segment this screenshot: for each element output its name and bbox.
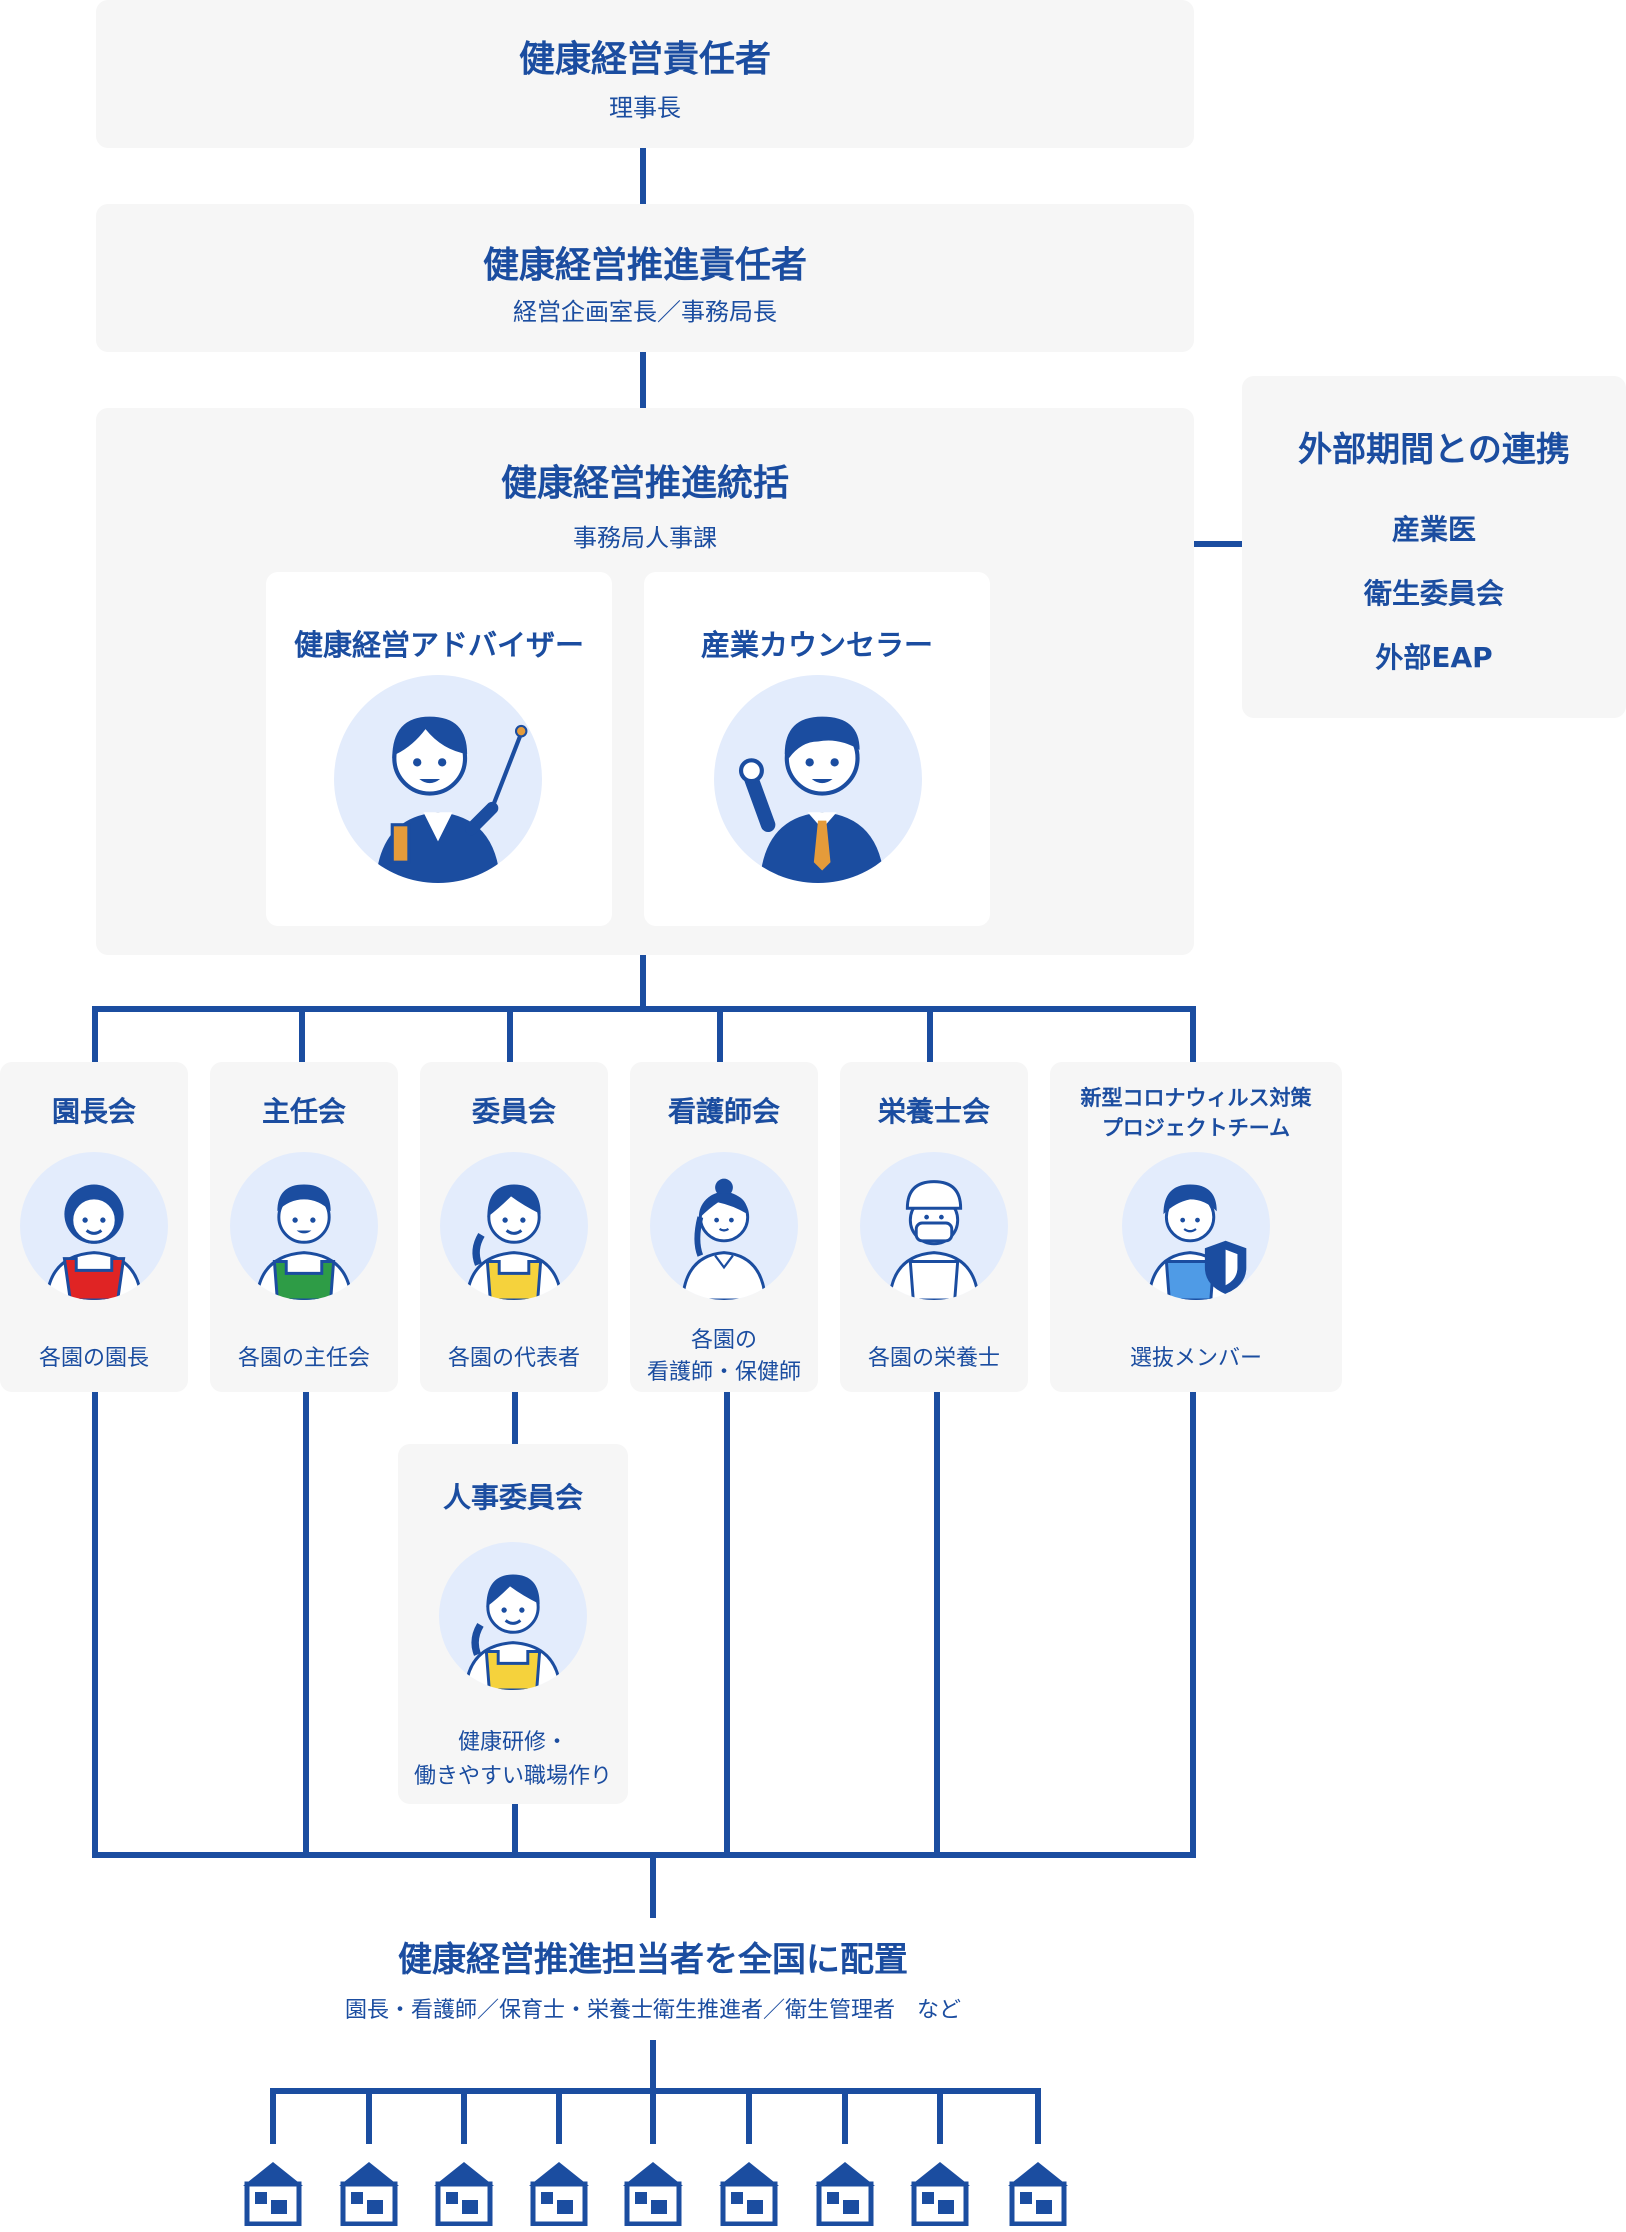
connector-merge-horizontal (92, 1852, 1196, 1858)
connector-house-8 (937, 2088, 943, 2144)
top-box: 健康経営責任者 理事長 (96, 0, 1194, 148)
facility-house-icon (813, 2160, 877, 2226)
connector-rise-hr (512, 1804, 518, 1856)
committee-title: 委員会 (471, 1095, 556, 1128)
hr-committee-box: 人事委員会 健康研修・ 働きやすい職場作り (398, 1444, 628, 1804)
committee-sub: 各園の主任会 (237, 1346, 370, 1371)
connector-drop-4 (717, 1006, 723, 1062)
top-sub: 理事長 (609, 94, 681, 122)
counselor-title: 産業カウンセラー (700, 628, 933, 662)
connector-top (640, 148, 646, 206)
counselor-card: 産業カウンセラー (644, 572, 990, 926)
promo-lead-title: 健康経営推進責任者 (482, 245, 807, 286)
connector-house-1 (270, 2088, 276, 2144)
member-apron-yellow-icon (439, 1542, 587, 1690)
connector-committee-hr (512, 1392, 518, 1444)
connector-house-6 (746, 2088, 752, 2144)
committee-sub: 選抜メンバー (1129, 1346, 1262, 1371)
committee-sub-line2: 看護師・保健師 (646, 1360, 801, 1385)
connector-rise-4 (724, 1392, 730, 1856)
committee-members: 委員会 各園の代表者 (420, 1062, 608, 1392)
facility-house-icon (621, 2160, 685, 2226)
facility-house-icon (1006, 2160, 1070, 2226)
connector-drop-3 (507, 1006, 513, 1062)
chief-apron-green-icon (230, 1152, 378, 1300)
committee-title: 園長会 (51, 1095, 136, 1128)
facility-house-icon (241, 2160, 305, 2226)
connector-house-5 (650, 2088, 656, 2144)
connector-branch-horizontal (92, 1006, 1196, 1012)
top-title: 健康経営責任者 (518, 39, 771, 80)
committee-nutritionists: 栄養士会 各園の栄養士 (840, 1062, 1028, 1392)
external-item-health-committee: 衛生委員会 (1363, 577, 1504, 610)
connector-bottom-down (650, 2040, 656, 2090)
external-item-occupational-physician: 産業医 (1391, 513, 1476, 546)
committee-covid-project: 新型コロナウィルス対策 プロジェクトチーム 選抜メンバー (1050, 1062, 1342, 1392)
hr-committee-sub-line2: 働きやすい職場作り (413, 1764, 612, 1789)
external-title: 外部期間との連携 (1298, 430, 1570, 470)
principal-apron-red-icon (20, 1152, 168, 1300)
advisor-title: 健康経営アドバイザー (293, 628, 584, 662)
connector-house-9 (1035, 2088, 1041, 2144)
facility-house-icon (337, 2160, 401, 2226)
bottom-title: 健康経営推進担当者を全国に配置 (398, 1940, 908, 1980)
connector-house-2 (366, 2088, 372, 2144)
committee-chiefs: 主任会 各園の主任会 (210, 1062, 398, 1392)
connector-drop-2 (299, 1006, 305, 1062)
connector-rise-5 (934, 1392, 940, 1856)
member-apron-yellow-icon (440, 1152, 588, 1300)
promo-lead-sub: 経営企画室長／事務局長 (513, 298, 777, 326)
businessman-icon (714, 675, 922, 883)
oversight-box: 健康経営推進統括 事務局人事課 健康経営アドバイザー 産業カウンセラー (96, 408, 1194, 955)
facility-house-icon (527, 2160, 591, 2226)
connector-drop-6 (1190, 1006, 1196, 1062)
connector-oversight-down (640, 955, 646, 1007)
connector-drop-5 (927, 1006, 933, 1062)
member-shield-icon (1122, 1152, 1270, 1300)
connector-house-7 (842, 2088, 848, 2144)
committee-sub-line1: 各園の (690, 1328, 757, 1353)
hr-committee-title: 人事委員会 (442, 1481, 583, 1514)
committee-title-line1: 新型コロナウィルス対策 (1080, 1086, 1312, 1110)
committee-principals: 園長会 各園の園長 (0, 1062, 188, 1392)
hr-committee-sub-line1: 健康研修・ (457, 1730, 568, 1755)
advisor-card: 健康経営アドバイザー (266, 572, 612, 926)
facility-house-icon (717, 2160, 781, 2226)
bottom-sub: 園長・看護師／保育士・栄養士衛生推進者／衛生管理者 など (344, 1998, 961, 2023)
committee-title-line2: プロジェクトチーム (1101, 1116, 1291, 1140)
external-item-eap: 外部EAP (1375, 641, 1493, 674)
committee-title: 主任会 (261, 1095, 346, 1128)
nurse-icon (650, 1152, 798, 1300)
committee-title: 栄養士会 (877, 1095, 990, 1128)
connector-merge-down (650, 1852, 656, 1918)
committee-sub: 各園の代表者 (447, 1346, 580, 1371)
connector-drop-1 (92, 1006, 98, 1062)
teacher-pointer-icon (334, 675, 542, 883)
connector-lead (640, 352, 646, 408)
connector-rise-6 (1190, 1392, 1196, 1856)
connector-external (1193, 541, 1242, 547)
oversight-title: 健康経営推進統括 (500, 463, 789, 504)
connector-rise-1 (92, 1392, 98, 1856)
connector-house-3 (461, 2088, 467, 2144)
connector-rise-2 (303, 1392, 309, 1856)
committee-sub: 各園の園長 (38, 1346, 149, 1371)
committee-sub: 各園の栄養士 (867, 1346, 1000, 1371)
facility-house-icon (908, 2160, 972, 2226)
external-box: 外部期間との連携 産業医 衛生委員会 外部EAP (1242, 376, 1626, 718)
nutritionist-mask-icon (860, 1152, 1008, 1300)
promo-lead-box: 健康経営推進責任者 経営企画室長／事務局長 (96, 204, 1194, 352)
connector-house-4 (556, 2088, 562, 2144)
oversight-sub: 事務局人事課 (573, 524, 717, 552)
committee-nurses: 看護師会 各園の 看護師・保健師 (630, 1062, 818, 1392)
facility-house-icon (432, 2160, 496, 2226)
committee-title: 看護師会 (667, 1095, 780, 1128)
